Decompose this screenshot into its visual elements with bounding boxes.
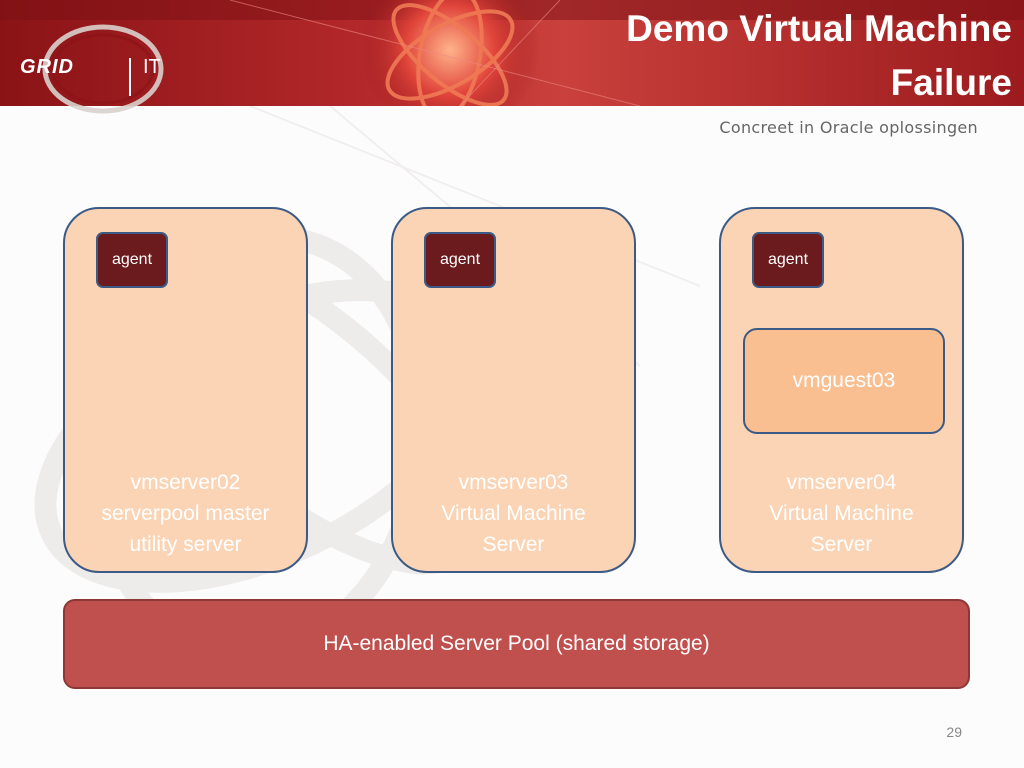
server-box-vmserver04: agent vmguest03 vmserver04 Virtual Machi… xyxy=(719,207,964,573)
agent-box: agent xyxy=(96,232,168,288)
slide-subtitle: Concreet in Oracle oplossingen xyxy=(719,118,978,137)
server-role-line-1: Virtual Machine xyxy=(441,502,586,525)
server-label: vmserver03 Virtual Machine Server xyxy=(393,467,634,560)
server-role-line-2: Server xyxy=(810,533,873,556)
server-box-vmserver02: agent vmserver02 serverpool master utili… xyxy=(63,207,308,573)
title-line-1: Demo Virtual Machine xyxy=(626,8,1012,49)
server-name: vmserver04 xyxy=(786,471,897,494)
title-line-2: Failure xyxy=(890,62,1012,103)
server-label: vmserver04 Virtual Machine Server xyxy=(721,467,962,560)
banner-background xyxy=(0,0,1024,106)
server-role-line-1: Virtual Machine xyxy=(769,502,914,525)
header-banner xyxy=(0,0,1024,106)
agent-box: agent xyxy=(752,232,824,288)
grid-it-logo xyxy=(42,24,164,114)
server-pool-bar: HA-enabled Server Pool (shared storage) xyxy=(63,599,970,689)
server-name: vmserver02 xyxy=(130,471,241,494)
slide-title: Demo Virtual Machine Failure xyxy=(492,2,1012,110)
guest-vm-box: vmguest03 xyxy=(743,328,945,434)
server-role-line-1: serverpool master xyxy=(101,502,270,525)
agent-box: agent xyxy=(424,232,496,288)
server-box-vmserver03: agent vmserver03 Virtual Machine Server xyxy=(391,207,636,573)
server-role-line-2: utility server xyxy=(129,533,242,556)
server-name: vmserver03 xyxy=(458,471,569,494)
server-role-line-2: Server xyxy=(482,533,545,556)
page-number: 29 xyxy=(946,724,962,740)
server-label: vmserver02 serverpool master utility ser… xyxy=(65,467,306,560)
logo-grid-text: GRID xyxy=(20,56,74,78)
logo-it-text: IT xyxy=(143,56,161,78)
